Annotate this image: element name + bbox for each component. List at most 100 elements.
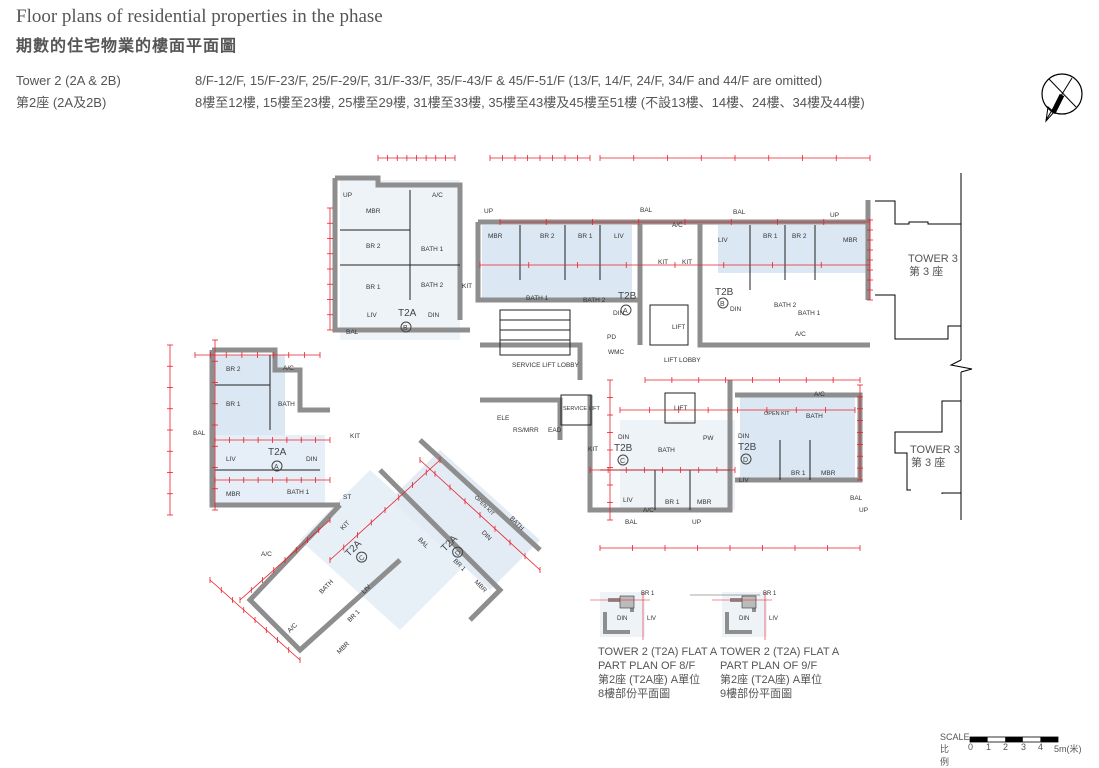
room-label: BR 2 [792,233,807,240]
room-label: DIN [618,434,630,441]
room-label: MBR [366,208,381,215]
scale-tick: 1 [986,742,992,752]
room-label: A/C [643,507,654,514]
scale-bar [969,736,1059,743]
tower-3-outline [875,173,973,520]
room-label: A/C [672,222,683,229]
caption-line: 第2座 (T2A座) A單位 [720,674,823,686]
part-plan-9f: BR 1 LIV DIN [690,591,778,640]
room-label: DIN [738,433,750,440]
room-label: MBR [488,233,503,240]
tower-3-label: TOWER 3 [910,444,960,456]
room-label: OPEN KIT [764,411,790,417]
unit-flat: B [403,325,408,332]
room-label: UP [830,212,839,219]
room-label: DIN [739,616,749,622]
room-label: KIT [658,259,668,266]
room-label: A/C [261,551,272,558]
common-label: SERVICE LIFT [563,406,601,412]
room-label: MBR [843,237,858,244]
room-label: MBR [226,491,241,498]
room-label: BATH 1 [798,310,821,317]
caption-line: PART PLAN OF 8/F [598,660,696,672]
room-label: BAL [193,430,206,437]
room-label: BAL [346,329,359,336]
room-label: KIT [350,433,360,440]
room-label: UP [484,208,493,215]
tower-3-label: TOWER 3 [908,253,958,265]
room-label: BATH [806,413,823,420]
scale-tick: 5m(米) [1054,744,1082,754]
caption-line: 第2座 (T2A座) A單位 [598,674,701,686]
room-label: KIT [682,259,692,266]
page-title-zh: 期數的住宅物業的樓面平面圖 [16,36,238,55]
room-label: BR 1 [763,233,778,240]
room-label: BR 2 [366,243,381,250]
room-label: DIN [428,312,440,319]
common-label: RS/MRR [513,427,539,434]
room-label: A/C [795,331,806,338]
scale-label-zh: 比例 [940,744,950,767]
room-label: BATH 1 [421,246,444,253]
unit-t2b-d-fill [740,395,855,480]
floor-range-zh: 8樓至12樓, 15樓至23樓, 25樓至29樓, 31樓至33樓, 35樓至4… [195,95,865,110]
room-label: A/C [432,192,443,199]
room-label: MBR [697,499,712,506]
room-label: BR 1 [366,284,381,291]
unit-tag-t2a-b: T2A B [398,308,417,333]
room-label: DIN [730,306,742,313]
page-title: Floor plans of residential properties in… [16,6,383,27]
room-label: BAL [850,495,863,502]
room-label: BAL [640,207,653,214]
scale-label: SCALE [940,732,970,742]
room-label: LIV [769,616,778,622]
common-label: SERVICE LIFT LOBBY [512,362,580,369]
unit-fills [215,180,868,630]
room-label: BAL [625,519,638,526]
unit-flat: C [358,554,367,563]
unit-flat: D [743,457,748,464]
room-label: DIN [306,456,318,463]
part-plan-caption-8f: TOWER 2 (T2A) FLAT A PART PLAN OF 8/F 第2… [598,645,717,701]
tower-label: Tower 2 (2A & 2B) [16,73,121,88]
caption-line: TOWER 2 (T2A) FLAT A [720,646,840,658]
room-label: BR 1 [763,591,777,597]
room-label: BR 1 [641,591,655,597]
unit-flat: C [620,458,625,465]
unit-flat: A [274,464,279,471]
room-label: LIV [739,477,749,484]
room-label: DIN [617,616,627,622]
unit-flat: D [454,549,463,558]
room-label: UP [859,507,868,514]
dimension-lines [167,155,873,663]
room-label: LIV [647,616,656,622]
north-arrow-icon [1041,73,1083,123]
tower-3-label-zh: 第 3 座 [911,455,945,469]
room-label: BATH [658,447,675,454]
unit-code: T2B [738,442,757,453]
caption-line: PART PLAN OF 9/F [720,660,818,672]
caption-line: TOWER 2 (T2A) FLAT A [598,646,718,658]
common-label: LIFT LOBBY [664,357,701,364]
room-label: BR 2 [540,233,555,240]
room-label: BR 1 [578,233,593,240]
floor-range: 8/F-12/F, 15/F-23/F, 25/F-29/F, 31/F-33/… [195,73,823,88]
room-label: PW [703,435,714,442]
caption-line: 8樓部份平面圖 [598,688,671,700]
room-label: UP [343,192,352,199]
room-label: BR 1 [791,470,806,477]
room-label: BATH 2 [774,302,797,309]
part-plan-caption-9f: TOWER 2 (T2A) FLAT A PART PLAN OF 9/F 第2… [720,645,839,701]
unit-code: T2A [398,308,417,319]
scale-tick: 4 [1038,742,1044,752]
room-label: LIV [623,497,633,504]
part-plan-8f: BR 1 LIV DIN [590,591,656,640]
room-label: BATH 1 [287,489,310,496]
scale-tick: 2 [1003,742,1009,752]
room-label: MBR [821,470,836,477]
